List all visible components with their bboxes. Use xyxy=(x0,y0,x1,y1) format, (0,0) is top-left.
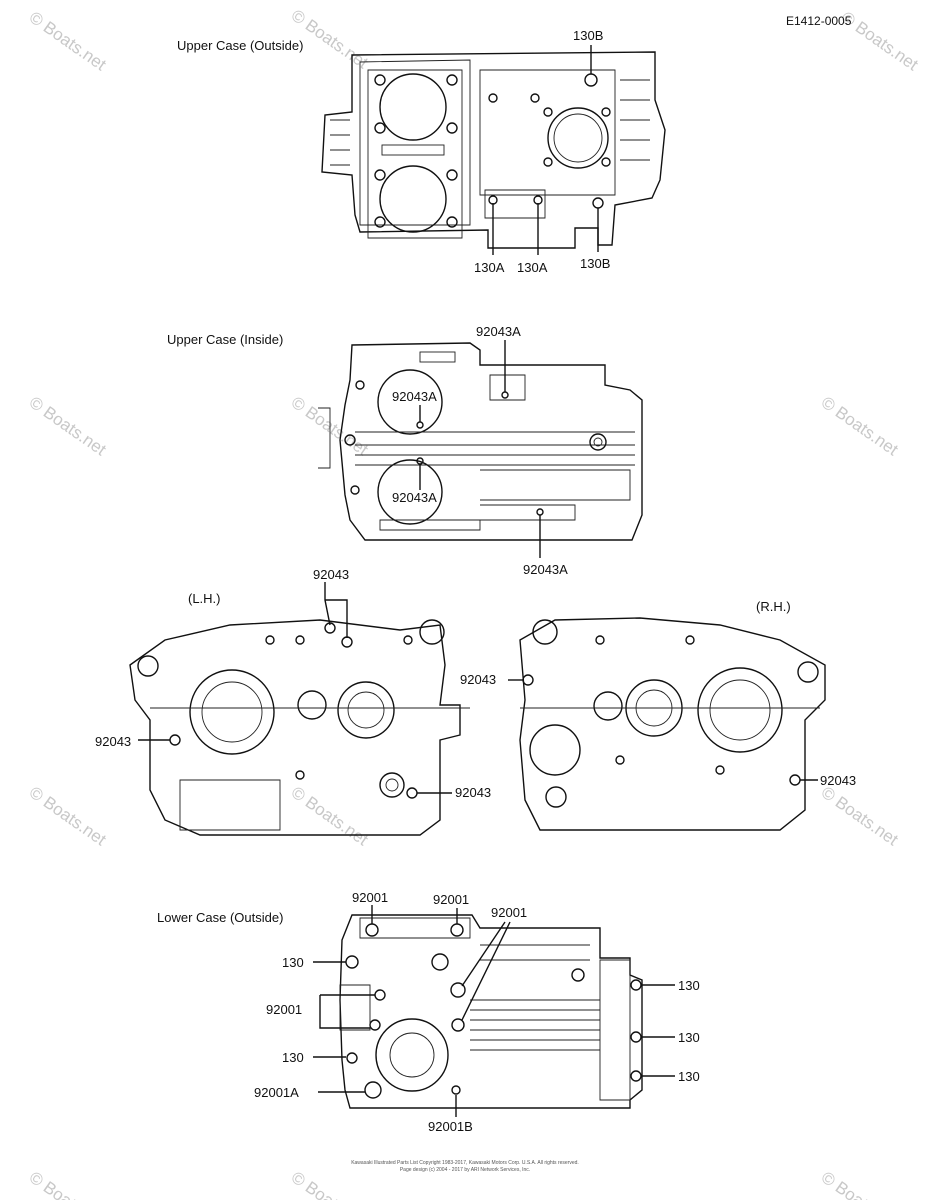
watermark: © Boats.net xyxy=(818,393,902,460)
callout-label: 92043A xyxy=(392,490,437,505)
callout-label: 92001B xyxy=(428,1119,473,1134)
callout-label: 92001 xyxy=(352,890,388,905)
bolt-holes xyxy=(374,74,458,228)
lower-case-outside-drawing: Lower Case (Outside) xyxy=(157,890,700,1134)
upper-case-outside-drawing: Upper Case (Outside) xyxy=(177,28,666,275)
callout-label: 92001 xyxy=(491,905,527,920)
watermark: © Boats.net xyxy=(818,1168,902,1200)
section-title-upper-outside: Upper Case (Outside) xyxy=(177,38,303,53)
callout-label: 92043 xyxy=(820,773,856,788)
watermark: © Boats.net xyxy=(288,1168,372,1200)
callout-label: 92043 xyxy=(95,734,131,749)
callout-label: 92043 xyxy=(460,672,496,687)
callout-label: 130A xyxy=(517,260,548,275)
footer-copyright: Kawasaki Illustrated Parts List Copyrigh… xyxy=(351,1160,579,1166)
callout-label: 130B xyxy=(580,256,610,271)
callout-label: 130 xyxy=(282,955,304,970)
watermark: © Boats.net xyxy=(26,783,110,850)
callout-label: 92001 xyxy=(266,1002,302,1017)
crankcase-halves-drawing: (L.H.) (R.H.) xyxy=(95,567,856,836)
callout-label: 130 xyxy=(282,1050,304,1065)
section-title-lower-outside: Lower Case (Outside) xyxy=(157,910,283,925)
watermark: © Boats.net xyxy=(26,393,110,460)
callout-label: 92001 xyxy=(433,892,469,907)
watermark: © Boats.net xyxy=(288,783,372,850)
upper-case-inside-drawing: Upper Case (Inside) 92043A 92043A 92043A… xyxy=(167,324,643,577)
callout-label: 130 xyxy=(678,1069,700,1084)
callout-label: 92043 xyxy=(313,567,349,582)
callout-label: 130B xyxy=(573,28,603,43)
left-half-title: (L.H.) xyxy=(188,591,221,606)
watermark: © Boats.net xyxy=(818,783,902,850)
callout-label: 92043A xyxy=(392,389,437,404)
callout-label: 92043 xyxy=(455,785,491,800)
callout-label: 92001A xyxy=(254,1085,299,1100)
callout-label: 92043A xyxy=(476,324,521,339)
watermark: © Boats.net xyxy=(26,8,110,75)
watermark: © Boats.net xyxy=(26,1168,110,1200)
callout-label: 92043A xyxy=(523,562,568,577)
footer-page-design: Page design (c) 2004 - 2017 by ARI Netwo… xyxy=(400,1167,530,1173)
right-half-title: (R.H.) xyxy=(756,599,791,614)
figure-reference-code: E1412-0005 xyxy=(786,14,852,28)
callout-label: 130A xyxy=(474,260,505,275)
section-title-upper-inside: Upper Case (Inside) xyxy=(167,332,283,347)
callout-label: 130 xyxy=(678,978,700,993)
callout-label: 130 xyxy=(678,1030,700,1045)
